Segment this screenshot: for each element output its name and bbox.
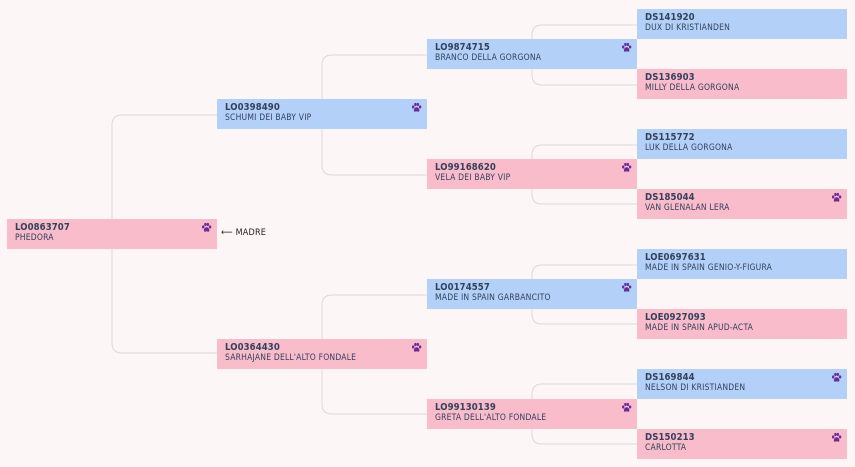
node-name: MADE IN SPAIN GENIO-Y-FIGURA: [645, 263, 773, 273]
pedigree-node-sire[interactable]: LO0398490 SCHUMI DEI BABY VIP: [217, 99, 427, 129]
paw-icon: [621, 162, 632, 172]
madre-indicator: ⟵ MADRE: [221, 228, 266, 239]
pedigree-node-dam[interactable]: LO0364430 SARHAJANE DELL'ALTO FONDALE: [217, 339, 427, 369]
node-name: CARLOTTA: [645, 443, 687, 453]
pedigree-node-ggp[interactable]: DS169844 NELSON DI KRISTIANDEN: [637, 369, 847, 399]
pedigree-node-ggp[interactable]: LOE0927093 MADE IN SPAIN APUD-ACTA: [637, 309, 847, 339]
pedigree-node-dam-sire[interactable]: LO0174557 MADE IN SPAIN GARBANCITO: [427, 279, 637, 309]
node-code: LO99130139: [435, 402, 496, 413]
node-code: LO0364430: [225, 342, 280, 353]
pedigree-node-ggp[interactable]: DS185044 VAN GLENALAN LERA: [637, 189, 847, 219]
paw-icon: [411, 102, 422, 112]
node-code: LOE0697631: [645, 252, 706, 263]
node-name: BRANCO DELLA GORGONA: [435, 53, 542, 63]
node-code: LO9874715: [435, 42, 490, 53]
node-code: DS115772: [645, 132, 695, 143]
pedigree-node-sire-dam[interactable]: LO99168620 VELA DEI BABY VIP: [427, 159, 637, 189]
node-code: DS185044: [645, 192, 695, 203]
node-code: DS150213: [645, 432, 695, 443]
node-name: MADE IN SPAIN APUD-ACTA: [645, 323, 754, 333]
node-name: VAN GLENALAN LERA: [645, 203, 730, 213]
node-code: LO0863707: [15, 222, 70, 233]
pedigree-node-sire-sire[interactable]: LO9874715 BRANCO DELLA GORGONA: [427, 39, 637, 69]
pedigree-node-ggp[interactable]: DS141920 DUX DI KRISTIANDEN: [637, 9, 847, 39]
node-name: SARHAJANE DELL'ALTO FONDALE: [225, 353, 357, 363]
node-name: MILLY DELLA GORGONA: [645, 83, 740, 93]
pedigree-node-ggp[interactable]: DS150213 CARLOTTA: [637, 429, 847, 459]
arrow-left-icon: ⟵: [221, 228, 233, 238]
paw-icon: [621, 402, 632, 412]
pedigree-node-ggp[interactable]: DS115772 LUK DELLA GORGONA: [637, 129, 847, 159]
node-name: LUK DELLA GORGONA: [645, 143, 733, 153]
node-name: GRETA DELL'ALTO FONDALE: [435, 413, 547, 423]
paw-icon: [621, 42, 632, 52]
pedigree-node-dam-dam[interactable]: LO99130139 GRETA DELL'ALTO FONDALE: [427, 399, 637, 429]
paw-icon: [831, 192, 842, 202]
node-code: LO99168620: [435, 162, 496, 173]
node-code: LO0174557: [435, 282, 490, 293]
paw-icon: [201, 222, 212, 232]
node-code: LO0398490: [225, 102, 280, 113]
node-name: DUX DI KRISTIANDEN: [645, 23, 731, 33]
pedigree-node-ggp[interactable]: LOE0697631 MADE IN SPAIN GENIO-Y-FIGURA: [637, 249, 847, 279]
paw-icon: [411, 342, 422, 352]
node-code: DS169844: [645, 372, 695, 383]
node-name: NELSON DI KRISTIANDEN: [645, 383, 746, 393]
paw-icon: [831, 372, 842, 382]
paw-icon: [831, 432, 842, 442]
node-name: VELA DEI BABY VIP: [435, 173, 511, 183]
pedigree-node-ggp[interactable]: DS136903 MILLY DELLA GORGONA: [637, 69, 847, 99]
node-code: DS136903: [645, 72, 695, 83]
node-name: PHEDORA: [15, 233, 54, 243]
paw-icon: [621, 282, 632, 292]
node-code: LOE0927093: [645, 312, 706, 323]
madre-label: MADRE: [235, 228, 267, 238]
pedigree-node-subject[interactable]: LO0863707 PHEDORA: [7, 219, 217, 249]
node-name: SCHUMI DEI BABY VIP: [225, 113, 312, 123]
node-name: MADE IN SPAIN GARBANCITO: [435, 293, 551, 303]
node-code: DS141920: [645, 12, 695, 23]
